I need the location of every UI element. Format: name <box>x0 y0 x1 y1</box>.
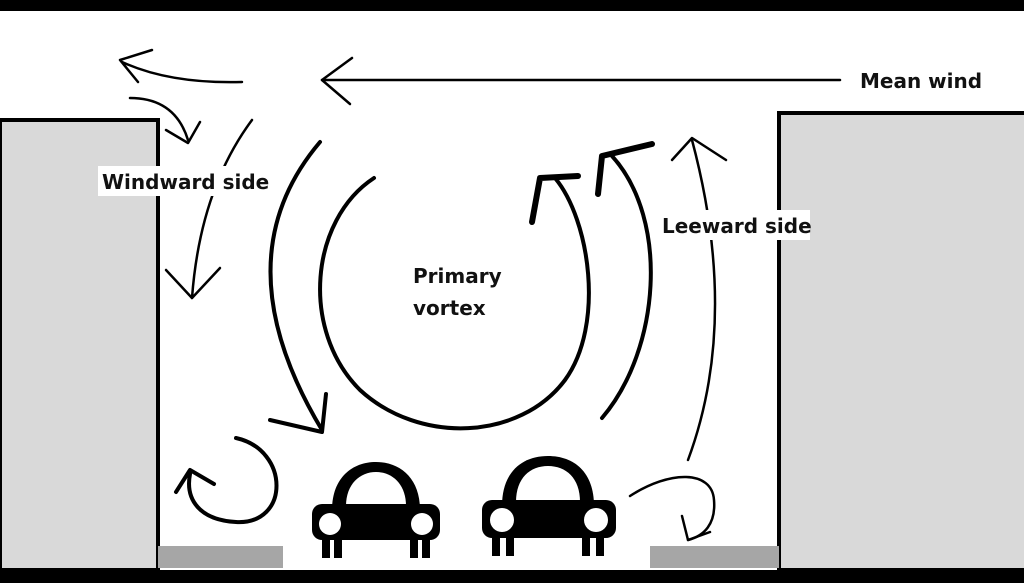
outer-vortex-right-arrow <box>595 141 655 420</box>
bottom-border <box>0 570 1024 583</box>
escape-arrow <box>118 48 244 84</box>
primary-vortex-arrow <box>318 173 591 431</box>
leeward-label-bg <box>658 210 810 240</box>
left-sidewalk <box>158 546 283 568</box>
car-icon <box>482 456 616 556</box>
windward-label-bg <box>98 166 266 196</box>
car-icon <box>312 462 440 558</box>
mean-wind-label: Mean wind <box>860 69 982 93</box>
roof-curl-arrow <box>128 96 202 145</box>
right-building <box>777 111 1024 572</box>
small-vortex-left-arrow <box>174 436 279 525</box>
top-border <box>0 0 1024 11</box>
right-sidewalk <box>650 546 779 568</box>
leeward-side-label: Leeward side <box>662 214 812 238</box>
primary-vortex-label-line1: Primary <box>413 264 502 288</box>
windward-side-label: Windward side <box>102 170 269 194</box>
leeward-upflow-arrow <box>670 136 728 462</box>
primary-vortex-label-line2: vortex <box>413 296 486 320</box>
windward-downflow-arrow <box>164 118 254 300</box>
small-vortex-right-arrow <box>628 475 716 542</box>
mean-wind-arrow <box>320 56 842 106</box>
outer-vortex-left-arrow <box>268 140 328 434</box>
